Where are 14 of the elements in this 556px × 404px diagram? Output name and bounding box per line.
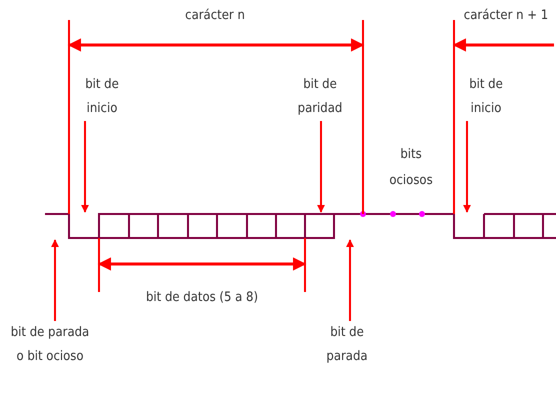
leader-arrow — [346, 239, 354, 321]
annotation-label: carácter n — [184, 7, 246, 25]
leader-arrow — [317, 121, 325, 213]
callout-label: bit de parada o bit ocioso — [10, 321, 90, 369]
leader-arrow — [51, 239, 59, 321]
callout-label: bit de parada — [315, 321, 379, 369]
annotation-label: bits ociosos — [388, 146, 434, 190]
annotation-label: carácter n + 1 — [462, 7, 550, 25]
callout-label: bit de paridad — [288, 73, 352, 121]
callout-label: bit de inicio — [74, 73, 130, 121]
annotation-label: bit de datos (5 a 8) — [144, 289, 260, 307]
leader-arrow — [81, 121, 89, 213]
leader-arrow — [463, 121, 471, 213]
callout-label: bit de inicio — [458, 73, 514, 121]
